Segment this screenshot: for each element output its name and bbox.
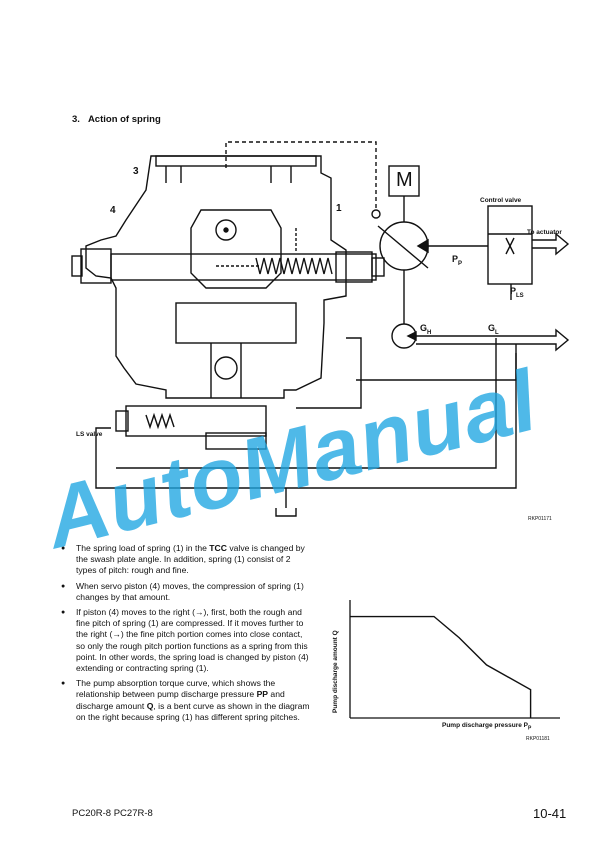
ls-valve-lower bbox=[205, 432, 267, 450]
bullet-item: The pump absorption torque curve, which … bbox=[60, 678, 312, 723]
section-heading: Action of spring bbox=[87, 114, 161, 125]
pilot-line bbox=[225, 141, 377, 208]
section-number: 3. bbox=[72, 114, 80, 125]
diagram-ref-code: RKP01171 bbox=[528, 516, 552, 522]
housing-top bbox=[155, 155, 317, 167]
callout-1: 1 bbox=[336, 203, 342, 214]
torque-curve-line bbox=[350, 615, 532, 718]
line-outer-left bbox=[95, 353, 517, 489]
lower-chamber bbox=[175, 302, 297, 344]
tcc-valve-diagram bbox=[71, 141, 570, 517]
line-inner bbox=[116, 338, 497, 469]
motor-label: M bbox=[396, 169, 413, 191]
section-title: 3. Action of spring bbox=[72, 114, 161, 125]
x-axis-label: Pump discharge pressure PP bbox=[442, 722, 532, 732]
pump-direction-arrow bbox=[416, 238, 429, 254]
left-plug bbox=[71, 255, 83, 277]
gh-label: GH bbox=[420, 323, 432, 336]
to-actuator-arrow bbox=[532, 232, 570, 256]
return-to-tank bbox=[356, 344, 517, 381]
ls-valve-body bbox=[125, 405, 267, 437]
left-end-cap bbox=[80, 248, 112, 284]
ls-valve-plug bbox=[115, 410, 129, 432]
line-gh-return bbox=[296, 337, 362, 409]
gl-label: GL bbox=[488, 323, 499, 336]
torque-curve-chart bbox=[349, 600, 560, 719]
y-axis-label: Pump discharge amount Q bbox=[332, 630, 339, 713]
gear-pump-arrow bbox=[406, 330, 417, 342]
y-axis-label-box: Pump discharge amount Q bbox=[332, 598, 342, 718]
bullet-item: If piston (4) moves to the right (→), fi… bbox=[60, 607, 312, 674]
spring-1 bbox=[255, 257, 333, 275]
ls-valve-spring bbox=[145, 412, 175, 430]
drain-tank bbox=[275, 508, 297, 517]
ls-valve-label: LS valve bbox=[76, 431, 103, 438]
chart-ref-code: RKP01181 bbox=[526, 736, 550, 742]
swash-plate-block bbox=[190, 209, 282, 289]
cv-check bbox=[505, 237, 515, 255]
ls-valve-ball bbox=[214, 356, 238, 380]
to-actuator-label: To actuator bbox=[527, 229, 562, 236]
gh-gl-line bbox=[416, 328, 570, 352]
bullet-list: The spring load of spring (1) in the TCC… bbox=[60, 543, 312, 727]
footer-model: PC20R-8 PC27R-8 bbox=[72, 808, 153, 819]
swash-plate-pivot bbox=[215, 219, 237, 241]
right-plug bbox=[371, 257, 385, 277]
pls-label: PLS bbox=[510, 286, 524, 299]
variable-arrow bbox=[377, 225, 429, 269]
bullet-item: The spring load of spring (1) in the TCC… bbox=[60, 543, 312, 577]
page-number: 10-41 bbox=[533, 806, 567, 821]
spring-retainer bbox=[335, 251, 373, 283]
callout-4: 4 bbox=[110, 205, 116, 216]
control-valve-label: Control valve bbox=[480, 197, 522, 204]
bullet-item: When servo piston (4) moves, the compres… bbox=[60, 581, 312, 603]
pump-housing bbox=[85, 155, 347, 399]
control-valve-box bbox=[487, 205, 533, 285]
pp-label: PP bbox=[452, 254, 463, 267]
pivot-center bbox=[223, 227, 229, 233]
pilot-port bbox=[371, 209, 381, 219]
callout-3: 3 bbox=[133, 166, 139, 177]
